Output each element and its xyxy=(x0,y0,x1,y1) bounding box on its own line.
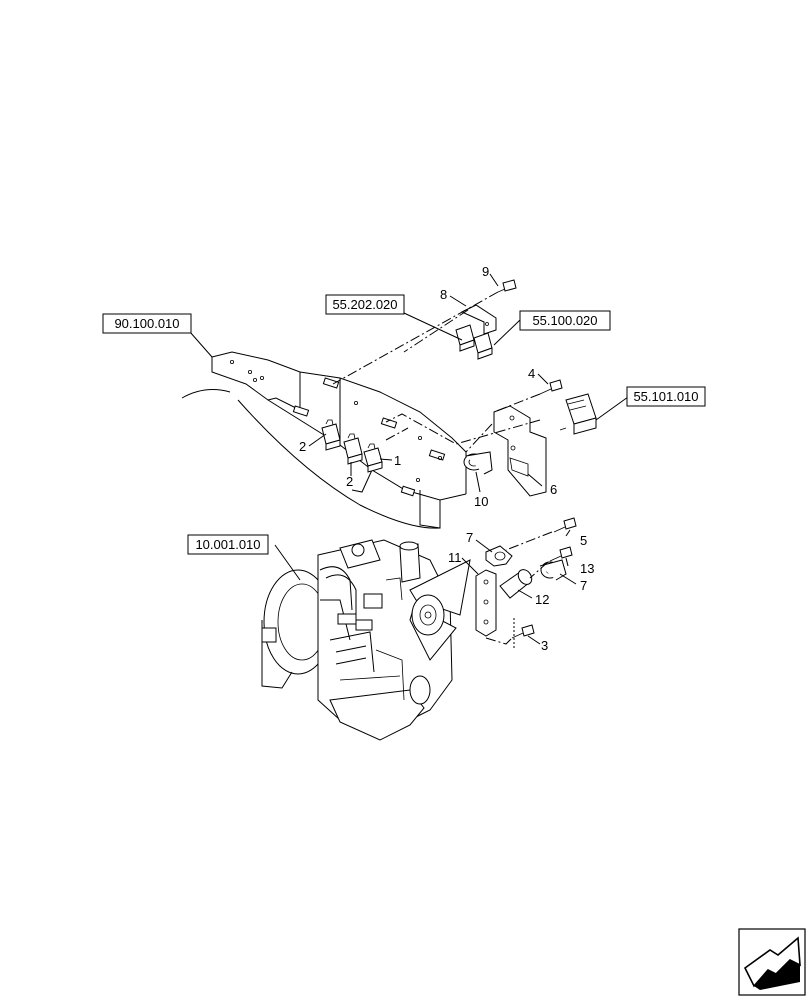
ref-label-relay-module: 55.101.010 xyxy=(633,389,698,404)
engine-drawing xyxy=(261,539,471,741)
ref-box-frame[interactable]: 90.100.010 xyxy=(102,313,192,334)
callout-13: 13 xyxy=(580,561,594,576)
callout-6: 6 xyxy=(550,482,557,497)
ref-box-engine[interactable]: 10.001.010 xyxy=(187,534,269,555)
ref-box-relay-group-b[interactable]: 55.100.020 xyxy=(519,310,611,331)
callout-9: 9 xyxy=(482,264,489,279)
callout-7-right: 7 xyxy=(580,578,587,593)
callout-4: 4 xyxy=(528,366,535,381)
ref-label-engine: 10.001.010 xyxy=(195,537,260,552)
filter-bracket-assembly xyxy=(475,517,577,639)
callout-3: 3 xyxy=(541,638,548,653)
callout-7-upper: 7 xyxy=(466,530,473,545)
callout-8: 8 xyxy=(440,287,447,302)
ref-box-relay-module[interactable]: 55.101.010 xyxy=(626,386,706,407)
callout-12: 12 xyxy=(535,592,549,607)
relay-bracket-assembly xyxy=(455,279,517,360)
assembly-lines xyxy=(332,291,553,650)
callout-5: 5 xyxy=(580,533,587,548)
frame-drawing xyxy=(181,351,467,529)
callout-11: 11 xyxy=(448,550,462,565)
ref-label-relay-group-a: 55.202.020 xyxy=(332,297,397,312)
next-page-arrow-icon[interactable] xyxy=(738,928,806,996)
support-bracket-assembly xyxy=(463,379,597,497)
callout-numbers: 9 8 4 2 1 2 10 6 7 11 5 13 7 12 3 xyxy=(299,264,594,653)
ref-label-relay-group-b: 55.100.020 xyxy=(532,313,597,328)
callout-1: 1 xyxy=(394,453,401,468)
callout-10: 10 xyxy=(474,494,488,509)
frame-relays xyxy=(321,419,383,473)
ref-box-relay-group-a[interactable]: 55.202.020 xyxy=(325,294,405,315)
callout-2a: 2 xyxy=(299,439,306,454)
callout-2b: 2 xyxy=(346,474,353,489)
ref-label-frame: 90.100.010 xyxy=(114,316,179,331)
leader-lines xyxy=(189,273,629,645)
